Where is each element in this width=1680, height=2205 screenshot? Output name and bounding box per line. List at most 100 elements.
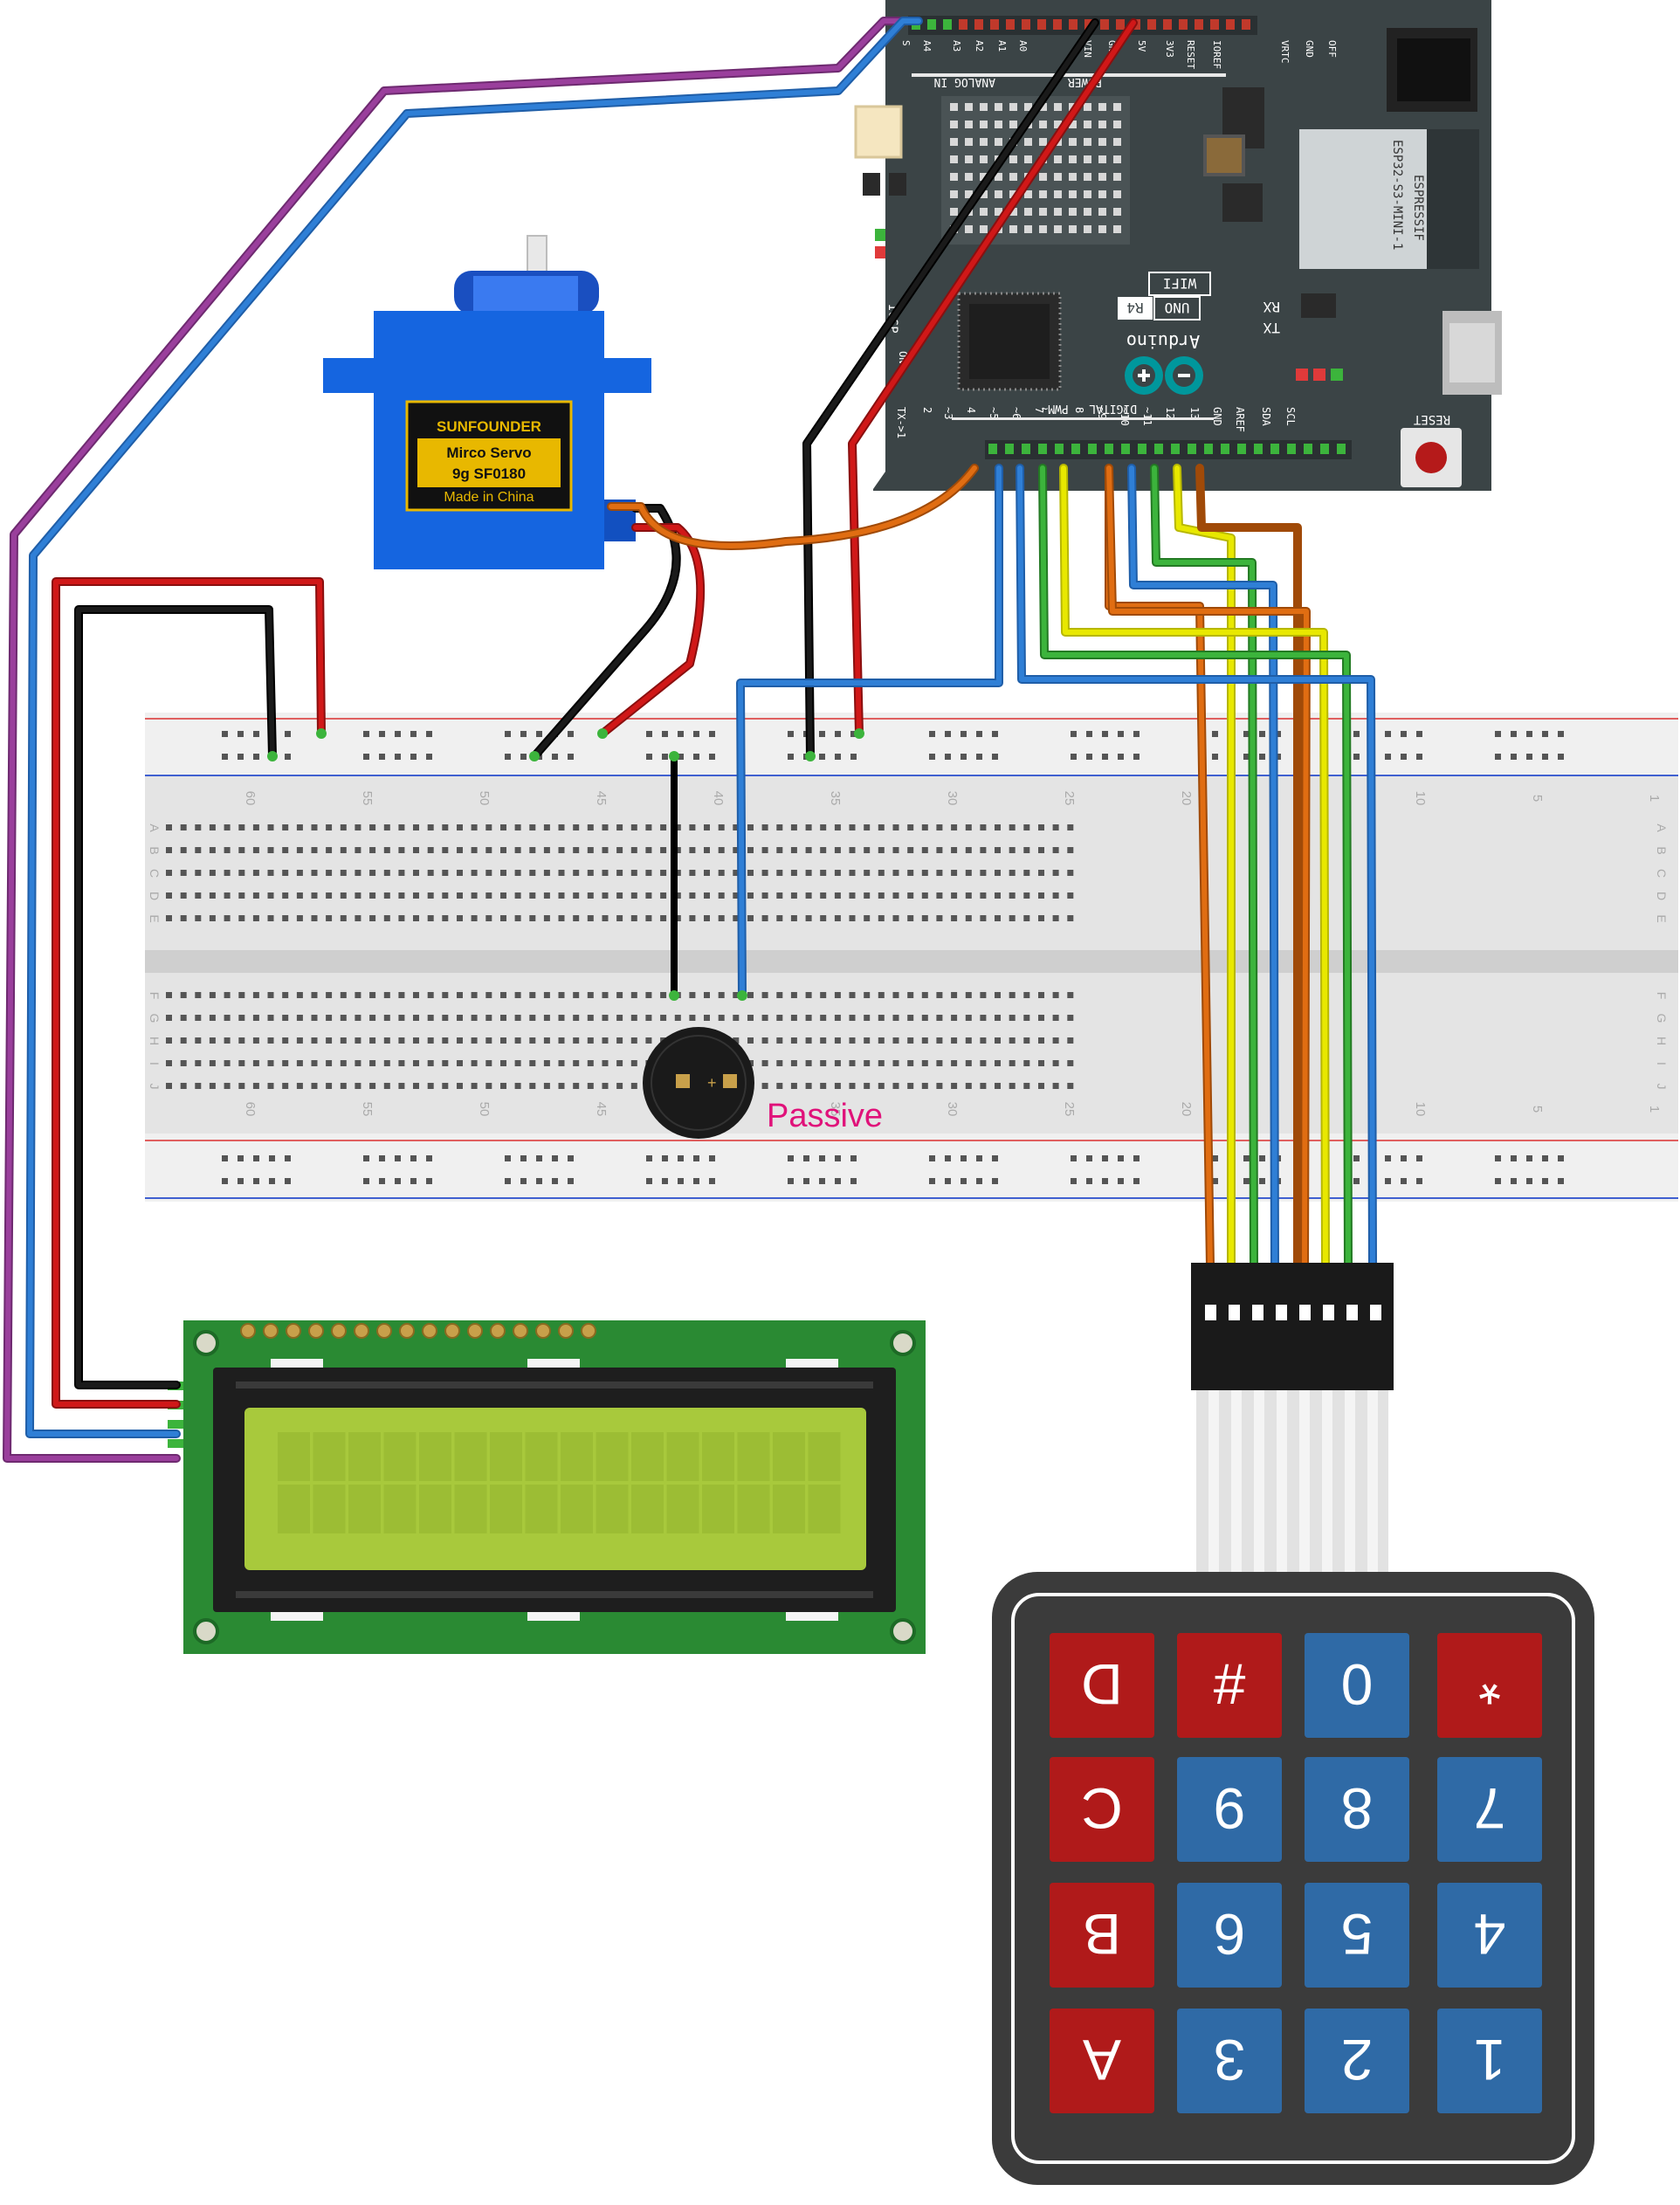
led-matrix-dot [1054, 121, 1062, 128]
rail-hole [1385, 1178, 1391, 1184]
breadboard-hole [195, 824, 202, 830]
breadboard-hole [543, 1060, 550, 1066]
header-pin [1226, 19, 1235, 30]
buzzer-pad [723, 1074, 737, 1088]
breadboard-hole [834, 1060, 841, 1066]
reset-button-cap[interactable] [1415, 442, 1447, 473]
breadboard-hole [573, 992, 580, 998]
lcd-character-cell [454, 1485, 487, 1533]
breadboard-hole [718, 992, 725, 998]
breadboard-hole [543, 1015, 550, 1021]
rail-hole [678, 731, 684, 737]
rail-hole [1542, 1178, 1548, 1184]
led-matrix-dot [995, 103, 1002, 111]
arduino-pin-label: AREF [1234, 407, 1246, 432]
lcd-i2c-pin [168, 1439, 183, 1448]
breadboard-hole [252, 1037, 259, 1044]
keypad-key [1050, 1757, 1154, 1862]
breadboard-hole [238, 892, 245, 899]
breadboard-hole [514, 1015, 521, 1021]
keypad-key [1177, 1633, 1282, 1738]
breadboard-hole [252, 892, 259, 899]
breadboard-hole [1009, 1060, 1016, 1066]
breadboard-hole [398, 892, 405, 899]
rail-hole [1558, 1155, 1564, 1161]
header-pin [1287, 444, 1296, 454]
breadboard-hole [1067, 847, 1074, 853]
breadboard-hole [252, 1015, 259, 1021]
rail-hole [662, 1178, 668, 1184]
breadboard-row-letter: A [1655, 823, 1669, 832]
breadboard-hole [951, 824, 958, 830]
breadboard-hole [558, 1083, 565, 1089]
rail-hole [1086, 1155, 1092, 1161]
breadboard-hole [616, 892, 623, 899]
header-pin [1038, 444, 1047, 454]
breadboard-hole [805, 1060, 812, 1066]
breadboard-hole [995, 892, 1001, 899]
rail-hole [363, 754, 369, 760]
breadboard-hole [166, 1037, 172, 1044]
breadboard-hole [398, 847, 405, 853]
breadboard-hole [543, 824, 550, 830]
breadboard-hole [195, 1060, 202, 1066]
led-matrix-dot [1084, 121, 1091, 128]
rail-hole [803, 1155, 809, 1161]
breadboard-hole [180, 1015, 187, 1021]
breadboard-hole [573, 1083, 580, 1089]
breadboard-hole [704, 1015, 710, 1021]
lcd-character-cell [383, 1485, 417, 1533]
breadboard-hole [369, 870, 376, 876]
breadboard-row-letter: F [1655, 992, 1669, 1000]
breadboard-hole [543, 1037, 550, 1044]
breadboard-hole [820, 1015, 827, 1021]
breadboard-hole [980, 1083, 987, 1089]
breadboard-hole [805, 847, 812, 853]
arduino-pin-label: RESET [1185, 40, 1196, 69]
rail-hole [788, 754, 794, 760]
breadboard-hole [529, 1060, 536, 1066]
rail-hole [285, 731, 291, 737]
analog-header-label: ANALOG IN [934, 75, 995, 88]
lcd-character-cell [702, 1432, 734, 1481]
breadboard-hole [995, 1083, 1001, 1089]
breadboard-hole [864, 1060, 871, 1066]
header-pin [1320, 444, 1329, 454]
breadboard-hole [195, 1083, 202, 1089]
connector-slot [1205, 1305, 1216, 1320]
rail-hole [992, 731, 998, 737]
led-matrix-dot [1009, 173, 1017, 181]
led-matrix-dot [1113, 208, 1121, 216]
breadboard-hole [820, 1060, 827, 1066]
servo-horn [527, 235, 547, 277]
breadboard-hole [921, 1060, 928, 1066]
led-matrix-dot [1054, 208, 1062, 216]
lcd-character-cell [808, 1485, 841, 1533]
breadboard-hole [457, 1015, 463, 1021]
breadboard-hole [965, 992, 972, 998]
breadboard-hole [238, 1015, 245, 1021]
breadboard-hole [383, 847, 390, 853]
header-pin [1071, 444, 1080, 454]
breadboard-hole [965, 892, 972, 899]
led-matrix-dot [1009, 190, 1017, 198]
breadboard-hole [747, 870, 754, 876]
breadboard-hole [805, 1083, 812, 1089]
rail-hole [929, 1178, 935, 1184]
breadboard-hole [660, 847, 667, 853]
breadboard-hole [776, 1083, 783, 1089]
rail-hole [945, 1178, 951, 1184]
led-matrix-dot [980, 208, 988, 216]
buzzer-pad [676, 1074, 690, 1088]
breadboard-hole [282, 915, 289, 921]
led-matrix-dot [1084, 103, 1091, 111]
breadboard-hole [936, 870, 943, 876]
breadboard-hole [1023, 1015, 1030, 1021]
header-pin [1204, 444, 1213, 454]
lcd-character-cell [631, 1432, 664, 1481]
breadboard-hole [485, 870, 492, 876]
breadboard-hole [573, 915, 580, 921]
header-pin [959, 19, 967, 30]
rail-hole [1511, 1178, 1517, 1184]
